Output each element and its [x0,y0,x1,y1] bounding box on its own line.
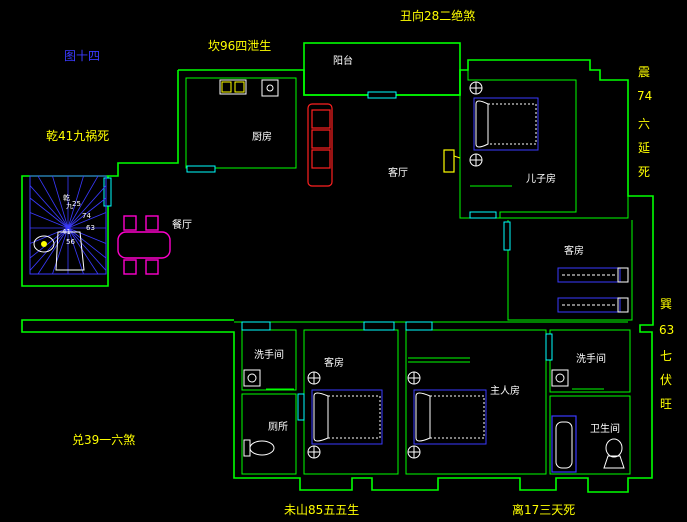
bed-icon-son-room [469,81,539,167]
compass-ray [67,227,84,275]
compass-ray [67,212,107,229]
toilet-icon-bathroom [603,438,625,469]
direction-right-lower-char: 伏 [660,373,672,387]
window-master [405,321,433,331]
direction-right-lower-char: 七 [660,349,672,363]
direction-left-lower: 兑39一六煞 [72,433,135,447]
room-label-balcony: 阳台 [333,54,353,67]
washroom-right-wall [549,329,631,393]
room-label-bathroom: 卫生间 [590,422,620,435]
compass-ray [67,175,99,229]
compass-ray [67,227,107,259]
bed-icon-master [407,371,487,459]
direction-bottom-right: 离17三天死 [512,502,575,517]
room-label-son-room: 儿子房 [526,172,556,185]
window-son-room [469,211,497,219]
compass-mark-4: 63 [86,224,95,232]
basin-icon-right [551,369,569,387]
room-label-dining: 餐厅 [172,218,192,231]
direction-right-lower-char: 63 [659,323,674,337]
window-toilet [297,393,305,421]
room-label-guest-right: 客房 [564,244,584,257]
room-label-guest-bottom: 客房 [324,356,344,369]
compass-icon: 乾 九 25 74 63 41 56 [29,175,107,275]
window-guest-right [503,221,511,251]
toilet-wall [241,393,297,475]
compass-ray [52,227,69,275]
direction-right-lower-char: 旺 [660,397,672,411]
guest-right-wall [500,196,629,219]
room-label-washroom-left: 洗手间 [254,348,284,361]
compass-ray [67,227,99,275]
compass-ray [67,197,107,229]
guest-right-wall-2 [507,220,633,321]
tv-icon [443,149,461,173]
windows [103,91,553,421]
bed-icon-guest-right [557,267,629,313]
outer-wall-main [21,59,654,493]
basin-icon-left [243,369,261,387]
direction-right-lower: 巽 63 七 伏 旺 [659,297,674,411]
compass-ray [29,212,69,229]
direction-right-upper-char: 震 [638,65,650,79]
son-room-wall [459,70,577,219]
window-washroom [241,321,271,331]
window-dining [103,177,112,207]
direction-right-upper-char: 延 [638,141,650,155]
compass-ray [29,185,69,229]
direction-top-left: 坎96四泄生 [208,39,271,53]
compass-ray [67,227,107,244]
room-label-living: 客厅 [388,166,408,179]
direction-right-upper: 震 74 六 延 死 [637,65,652,179]
room-label-washroom-right: 洗手间 [576,352,606,365]
master-wall [405,329,547,475]
sofa-icon [307,103,333,187]
figure-title: 图十四 [64,49,100,63]
compass-mark-5: 41 [62,228,71,236]
direction-left-upper: 乾41九祸死 [46,128,109,143]
room-label-toilet: 厕所 [268,421,288,433]
compass-mark-2: 25 [72,200,81,208]
compass-ray [29,227,69,259]
compass-ray [29,227,69,244]
compass-ray [29,197,69,229]
bed-icon-guest-bottom [307,371,383,459]
bathroom-wall [549,395,631,475]
compass-ray [29,227,69,271]
direction-right-upper-char: 六 [638,117,650,131]
dining-table-icon [117,215,171,275]
compass-ray [67,185,107,229]
sink-icon [261,79,279,97]
direction-top: 丑向28二绝煞 [400,8,475,23]
compass-ray [37,227,69,275]
compass-mark-3: 74 [82,212,91,220]
room-label-kitchen: 厨房 [252,130,272,143]
room-label-master: 主人房 [490,384,520,397]
compass-ray [67,175,84,229]
bathtub-icon [551,415,577,473]
window-balcony [367,91,397,99]
balcony-wall [303,42,461,96]
compass-ray [37,175,69,229]
direction-bottom-left: 未山85五五生 [284,503,359,517]
window-kitchen [186,165,216,173]
direction-right-upper-char: 74 [637,89,652,103]
compass-mark-6: 56 [66,238,75,246]
toilet-icon [243,439,275,457]
stove-icon [219,79,247,95]
window-guest-bottom [363,321,395,331]
window-washroom-right [545,333,553,361]
compass-ray [67,227,107,271]
direction-right-lower-char: 巽 [660,297,672,311]
compass-center-label: 乾 [63,193,70,202]
direction-right-upper-char: 死 [638,165,650,179]
compass-mark-1: 九 [66,201,73,210]
compass-ray [52,175,69,229]
